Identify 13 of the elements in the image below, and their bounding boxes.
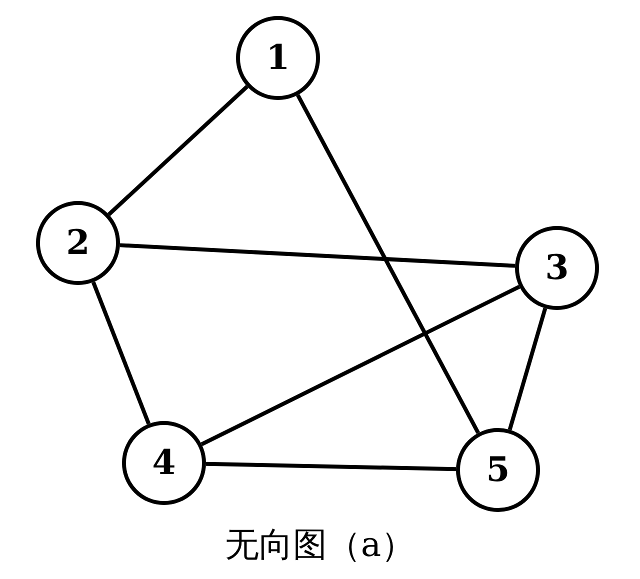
vertex-circle: 3 [515, 226, 599, 310]
edge-line [91, 281, 151, 425]
vertex-circle: 2 [36, 201, 120, 285]
vertex-circle: 5 [456, 428, 540, 512]
vertex-circle: 4 [122, 421, 206, 505]
edge-line [200, 284, 520, 446]
vertex-circle: 1 [236, 16, 320, 100]
edge-line [120, 243, 516, 268]
edge-line [107, 85, 249, 216]
edge-line [296, 94, 480, 434]
caption: 无向图（a） [224, 524, 416, 567]
edge-line [206, 462, 456, 472]
edge-line [508, 308, 548, 430]
